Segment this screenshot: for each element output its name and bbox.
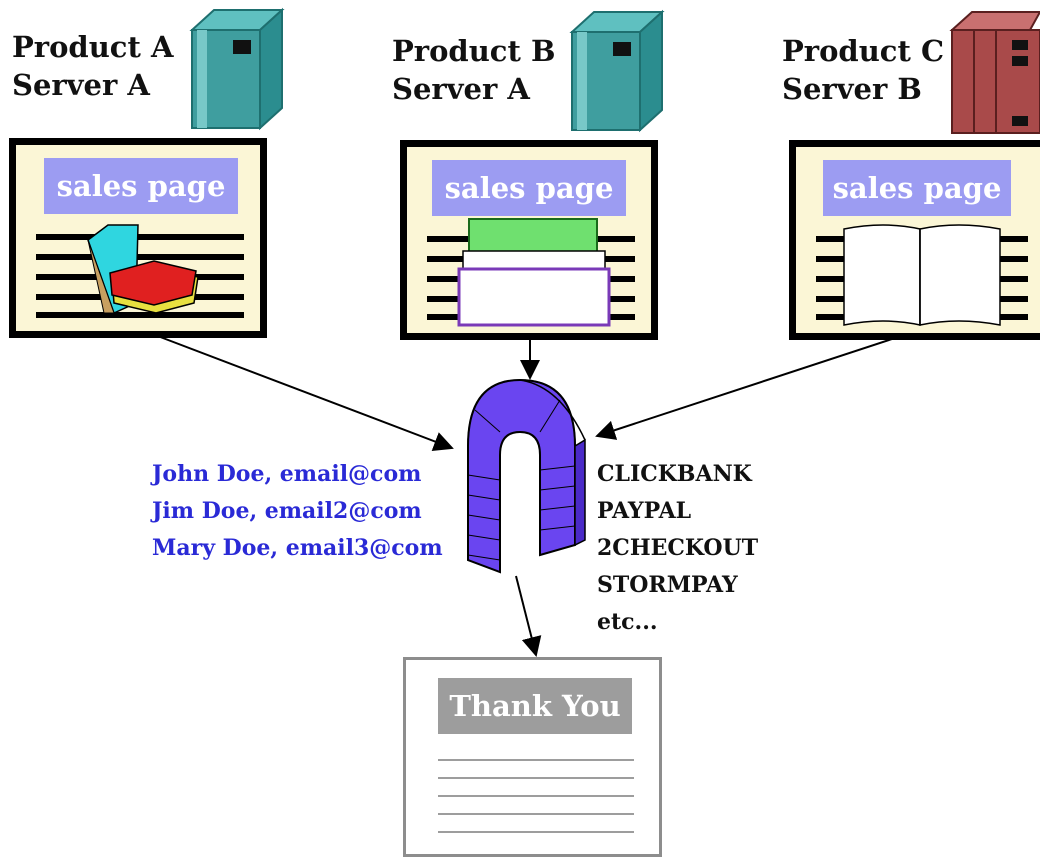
thank-you-page: Thank You <box>403 657 662 857</box>
arrow-c-to-gateway <box>595 337 896 440</box>
processor-entry: CLICKBANK <box>597 461 752 487</box>
processor-entry: PAYPAL <box>597 498 692 524</box>
sales-page-b: sales page <box>400 140 658 340</box>
sales-page-c: sales page <box>789 140 1040 340</box>
customer-entry: John Doe, email@com <box>152 461 422 487</box>
processor-entry: etc... <box>597 609 658 635</box>
thank-you-banner: Thank You <box>438 678 632 734</box>
arrow-gateway-to-thankyou <box>515 575 542 657</box>
customer-entry: Mary Doe, email3@com <box>152 535 443 561</box>
processor-entry: 2CHECKOUT <box>597 535 759 561</box>
open-book-icon <box>816 224 1028 326</box>
server-c-icon <box>949 11 1040 134</box>
arrow-a-to-gateway <box>154 334 454 451</box>
sales-page-c-banner: sales page <box>823 160 1011 216</box>
sales-page-b-banner: sales page <box>432 160 626 216</box>
server-b-icon <box>569 9 665 133</box>
sales-page-a-banner: sales page <box>44 158 238 214</box>
customer-entry: Jim Doe, email2@com <box>152 498 422 524</box>
customer-list: John Doe, email@com Jim Doe, email2@com … <box>152 456 443 567</box>
product-a-label: Product A Server A <box>12 30 174 102</box>
product-c-label: Product C Server B <box>782 34 945 106</box>
product-b-label: Product B Server A <box>392 34 556 106</box>
books-stack-icon <box>36 224 244 318</box>
processor-list: CLICKBANK PAYPAL 2CHECKOUT STORMPAY etc.… <box>597 456 758 641</box>
processor-entry: STORMPAY <box>597 572 738 598</box>
sales-page-a: sales page <box>9 138 267 338</box>
books-pile-icon <box>427 218 635 327</box>
text-lines-icon <box>438 759 634 833</box>
server-a-icon <box>189 7 285 131</box>
payment-gateway-icon <box>467 378 586 574</box>
